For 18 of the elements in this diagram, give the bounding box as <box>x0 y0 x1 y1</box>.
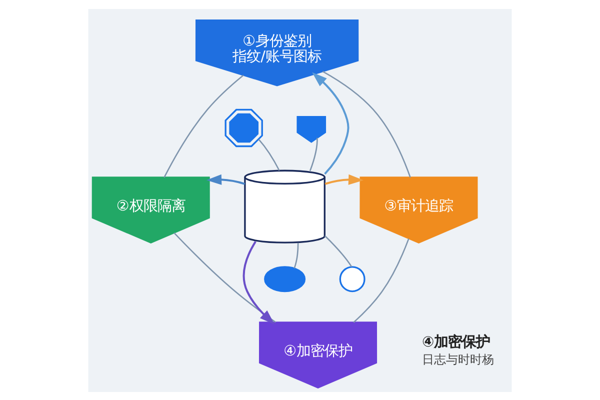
node-cloud <box>264 266 306 292</box>
connector <box>309 137 318 171</box>
connector <box>258 138 280 170</box>
arrow <box>324 174 364 184</box>
arrow <box>206 174 246 184</box>
node-magnifier <box>339 266 366 292</box>
connector <box>294 242 299 268</box>
connector <box>324 234 352 267</box>
connector <box>322 70 411 178</box>
connector <box>353 238 410 322</box>
node-label: 日志与时时杨 <box>422 352 494 366</box>
connector <box>174 232 276 322</box>
connector <box>164 74 244 178</box>
arrow <box>312 72 350 174</box>
arrow <box>242 240 275 324</box>
node-shield <box>296 115 326 142</box>
node-gear <box>224 108 263 147</box>
node-label: ④加密保护 <box>422 334 490 350</box>
